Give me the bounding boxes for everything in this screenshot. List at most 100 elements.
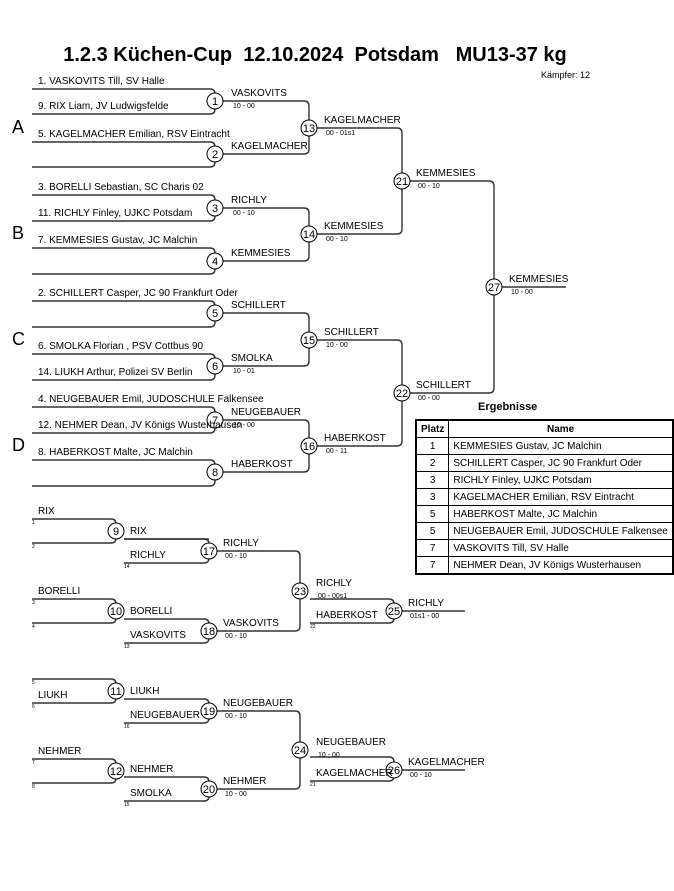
entrant-name: 9. RIX Liam, JV Ludwigsfelde: [38, 101, 169, 112]
repechage-match-winner: RICHLY: [408, 598, 444, 609]
match-number: 17: [203, 546, 215, 558]
match-number-circle: [200, 702, 218, 720]
repechage-entry-name: HABERKOST: [316, 610, 378, 621]
entrant-name: 11. RICHLY Finley, UJKC Potsdam: [38, 208, 193, 219]
match-number: 9: [113, 526, 119, 538]
result-place: 2: [415, 454, 450, 472]
match-number-circle: [393, 384, 411, 402]
match-number: 7: [212, 415, 218, 427]
header-name: Name: [448, 419, 674, 438]
match-winner: KEMMESIES: [416, 168, 476, 179]
match-number-circle: [385, 602, 403, 620]
pool-label-b: B: [12, 223, 25, 243]
result-place: 7: [415, 539, 450, 557]
result-name: SCHILLERT Casper, JC 90 Frankfurt Oder: [448, 454, 674, 472]
match-score: 10 - 00: [326, 342, 348, 349]
match-number: 15: [303, 335, 315, 347]
repechage-entry-ref: 7: [32, 760, 35, 766]
repechage-match-score: 00 - 10: [225, 633, 247, 640]
repechage-match-score: 10 - 00: [225, 791, 247, 798]
match-number: 6: [212, 361, 218, 373]
repechage-match-winner: BORELLI: [130, 606, 173, 617]
match-number: 23: [294, 586, 306, 598]
repechage-entry-name: SMOLKA: [130, 788, 172, 799]
repechage-entry-name: RICHLY: [130, 550, 166, 561]
match-winner: SCHILLERT: [324, 327, 379, 338]
bracket-line: [32, 758, 117, 784]
repechage-match-winner: NEHMER: [223, 776, 267, 787]
match-number: 1: [212, 96, 218, 108]
result-place: 3: [415, 488, 450, 506]
repechage-entry-ref: 6: [32, 704, 35, 710]
entrant-name: 6. SMOLKA Florian , PSV Cottbus 90: [38, 341, 204, 352]
match-winner: KEMMESIES: [509, 274, 569, 285]
match-number-circle: [300, 331, 318, 349]
match-number-circle: [206, 411, 224, 429]
match-number-circle: [206, 92, 224, 110]
match-number-circle: [200, 542, 218, 560]
match-number-circle: [206, 252, 224, 270]
pool-label-d: D: [12, 435, 25, 455]
bracket-line: [410, 180, 495, 394]
repechage-entry-name: BORELLI: [38, 586, 81, 597]
match-winner: KAGELMACHER: [231, 141, 308, 152]
match-number-circle: [206, 199, 224, 217]
repechage-match-score: 00 - 10: [225, 553, 247, 560]
bracket-line: [317, 339, 403, 447]
match-number: 20: [203, 784, 215, 796]
repechage-entry-name: KAGELMACHER: [316, 768, 393, 779]
match-winner: VASKOVITS: [231, 88, 287, 99]
match-number: 11: [110, 686, 121, 698]
result-name: RICHLY Finley, UJKC Potsdam: [448, 471, 674, 489]
result-name: KAGELMACHER Emilian, RSV Eintracht: [448, 488, 674, 506]
repechage-entry-ref: 21: [310, 782, 316, 788]
match-score: 00 - 10: [418, 183, 440, 190]
entrant-name: 2. SCHILLERT Casper, JC 90 Frankfurt Ode…: [38, 288, 238, 299]
match-number-circle: [291, 741, 309, 759]
repechage-match-winner: RIX: [130, 526, 147, 537]
match-number-circle: [206, 357, 224, 375]
result-place: 7: [415, 556, 450, 575]
match-winner: HABERKOST: [231, 459, 293, 470]
repechage-entry-name: LIUKH: [38, 690, 68, 701]
bracket-line: [32, 247, 216, 275]
match-number: 25: [388, 606, 400, 618]
repechage-match-score: 00 - 10: [225, 713, 247, 720]
repechage-entry-name: NEUGEBAUER: [130, 710, 201, 721]
repechage-entry-ref: 1: [32, 520, 35, 526]
result-name: NEUGEBAUER Emil, JUDOSCHULE Falkensee: [448, 522, 674, 540]
bracket-line: [32, 300, 216, 328]
match-number-circle: [206, 304, 224, 322]
match-winner: RICHLY: [231, 195, 267, 206]
repechage-entry-ref: 14: [124, 564, 130, 570]
match-number-circle: [485, 278, 503, 296]
match-number: 26: [388, 765, 400, 777]
repechage-entry-ref: 22: [310, 624, 316, 630]
repechage-entry-name: RIX: [38, 506, 55, 517]
match-number-circle: [393, 172, 411, 190]
match-number: 18: [203, 626, 215, 638]
match-winner: KEMMESIES: [324, 221, 384, 232]
results-title: Ergebnisse: [478, 401, 538, 413]
match-score: 00 - 10: [233, 210, 255, 217]
match-number: 4: [212, 256, 218, 268]
repechage-match-score: 00 - 00s1: [318, 593, 348, 600]
repechage-entry-ref: 15: [124, 802, 130, 808]
match-number-circle: [300, 225, 318, 243]
pool-label-c: C: [12, 329, 25, 349]
bracket-line: [32, 518, 117, 544]
fighters-count: Kämpfer: 12: [541, 70, 591, 80]
match-score: 00 - 11: [326, 448, 348, 455]
match-number: 10: [110, 606, 122, 618]
repechage-match-score: 10 - 00: [318, 752, 340, 759]
bracket-line: [32, 598, 117, 624]
match-number: 8: [212, 467, 218, 479]
result-place: 5: [415, 505, 450, 523]
match-winner: KEMMESIES: [231, 248, 291, 259]
match-number-circle: [300, 119, 318, 137]
result-place: 1: [415, 437, 450, 455]
match-score: 10 - 00: [233, 422, 255, 429]
